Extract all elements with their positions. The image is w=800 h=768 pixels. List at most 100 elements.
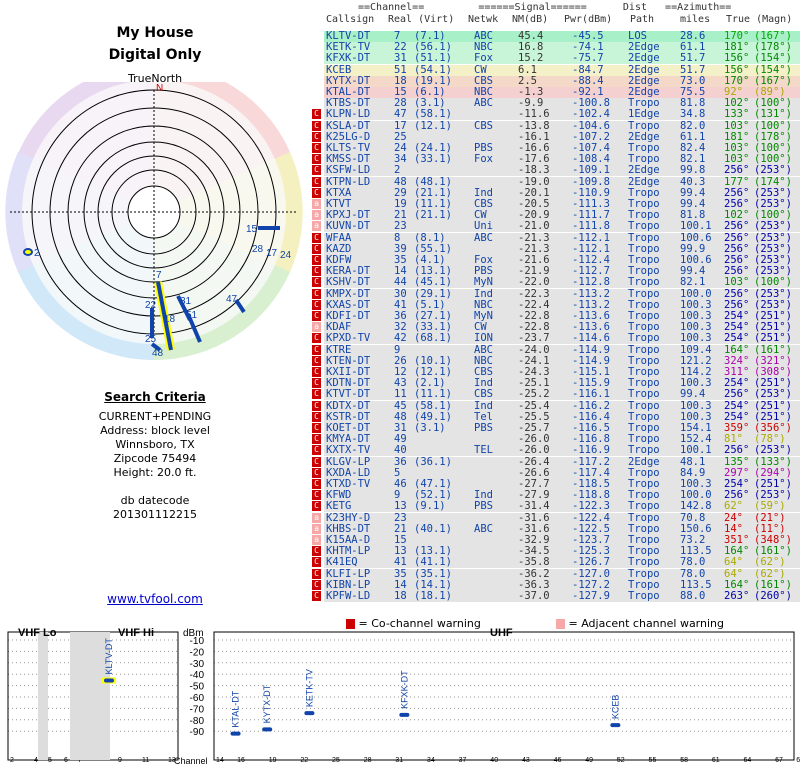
- db-label: db datecode: [120, 494, 190, 507]
- cell-callsign: KSFW-LD: [326, 164, 371, 177]
- tvfool-link[interactable]: www.tvfool.com: [107, 592, 203, 606]
- cell-power: -74.1: [572, 41, 604, 54]
- co-channel-warning-icon: C: [312, 546, 321, 557]
- cell-noise-margin: -16.6: [518, 142, 550, 154]
- cell-azimuth-true: 256°: [724, 231, 750, 244]
- cell-noise-margin: -11.6: [518, 108, 550, 121]
- cell-path: Tropo: [628, 366, 660, 378]
- cell-callsign: KYTX-DT: [326, 74, 371, 87]
- cell-azimuth-magn: (253°): [754, 254, 792, 266]
- cell-azimuth-magn: (251°): [754, 332, 792, 345]
- search-criteria: Search Criteria CURRENT+PENDING Address:…: [0, 390, 310, 522]
- cell-callsign: KDAF: [326, 321, 352, 334]
- cell-power: -108.4: [572, 153, 610, 166]
- cell-callsign: KTEN-DT: [326, 354, 371, 367]
- marker-48: [150, 342, 162, 352]
- cell-channel-real: 25: [394, 130, 407, 143]
- label-17: 17: [266, 248, 278, 259]
- polar-plot: N 2 15 28 17 24 7 31 51 22 18 47 25 48: [5, 82, 303, 361]
- cell-channel-real: 18: [394, 74, 407, 87]
- cell-power: -115.9: [572, 377, 610, 390]
- cell-power: -107.4: [572, 142, 610, 154]
- cell-power: -116.4: [572, 410, 610, 423]
- cell-callsign: KXTX-TV: [326, 444, 371, 457]
- cell-azimuth-magn: (251°): [754, 399, 792, 412]
- cell-noise-margin: -21.6: [518, 254, 550, 266]
- cell-channel-real: 8: [394, 231, 401, 244]
- cell-channel-virt: (2.1): [414, 377, 446, 390]
- channel-axis-label: Channel: [174, 756, 208, 766]
- cell-noise-margin: -22.4: [518, 298, 550, 311]
- cell-distance: 88.0: [680, 590, 706, 602]
- cell-channel-real: 31: [394, 422, 407, 434]
- cell-power: -122.4: [572, 511, 610, 524]
- cell-noise-margin: -36.2: [518, 567, 550, 580]
- cell-distance: 82.4: [680, 142, 706, 154]
- cell-power: -110.9: [572, 186, 610, 199]
- cell-callsign: K41EQ: [326, 556, 358, 569]
- cell-channel-real: 28: [394, 97, 407, 110]
- row-background: [324, 523, 800, 535]
- cell-path: 2Edge: [628, 74, 660, 87]
- cell-noise-margin: -26.0: [518, 444, 550, 457]
- cell-callsign: KSTR-DT: [326, 410, 371, 423]
- cell-azimuth-magn: (100°): [754, 119, 792, 132]
- dbm-tick-label: -10: [190, 636, 205, 647]
- cell-channel-virt: (14.1): [414, 578, 452, 591]
- cell-channel-virt: (18.1): [414, 590, 452, 602]
- cell-power: -117.2: [572, 455, 610, 468]
- cell-azimuth-true: 164°: [724, 545, 750, 558]
- label-18: 18: [164, 314, 176, 325]
- co-channel-warning-icon: C: [312, 501, 321, 512]
- cell-azimuth-magn: (62°): [754, 567, 786, 580]
- cell-network: Ind: [474, 186, 493, 199]
- row-background: [324, 165, 800, 177]
- spectrum-marker: [104, 678, 114, 683]
- row-background: [324, 355, 800, 367]
- dbm-tick-label: -30: [190, 659, 205, 670]
- marker-47: [234, 298, 246, 314]
- cell-channel-virt: (41.1): [414, 556, 452, 569]
- cell-power: -116.2: [572, 399, 610, 412]
- cell-noise-margin: -24.0: [518, 343, 550, 356]
- cell-power: -112.7: [572, 265, 610, 278]
- criteria-line: CURRENT+PENDING: [98, 410, 212, 423]
- cell-power: -116.8: [572, 433, 610, 446]
- cell-path: Tropo: [628, 231, 660, 244]
- cell-distance: 73.0: [680, 74, 706, 87]
- cell-azimuth-true: 133°: [724, 108, 750, 121]
- cell-callsign: KTAL-DT: [326, 86, 371, 98]
- row-background: [324, 199, 800, 210]
- cell-network: NBC: [474, 41, 493, 54]
- cell-power: -102.4: [572, 108, 610, 121]
- cell-azimuth-magn: (131°): [754, 108, 792, 121]
- cell-power: -117.4: [572, 466, 610, 479]
- row-background: [324, 187, 800, 199]
- criteria-line: Address: block level: [100, 424, 210, 437]
- cell-noise-margin: -13.8: [518, 119, 550, 132]
- cell-power: -111.3: [572, 198, 610, 210]
- cell-channel-real: 15: [394, 534, 407, 546]
- cell-path: Tropo: [628, 556, 660, 569]
- cell-noise-margin: -25.4: [518, 399, 550, 412]
- cell-distance: 61.1: [680, 41, 706, 54]
- cell-distance: 100.3: [680, 310, 712, 322]
- cell-power: -116.5: [572, 422, 610, 434]
- cell-distance: 100.6: [680, 231, 712, 244]
- co-channel-warning-icon: C: [312, 288, 321, 299]
- cell-azimuth-magn: (100°): [754, 142, 792, 154]
- cell-channel-virt: (13.1): [414, 265, 452, 278]
- cell-distance: 81.8: [680, 97, 706, 110]
- cell-azimuth-magn: (100°): [754, 153, 792, 166]
- cell-power: -100.8: [572, 97, 610, 110]
- cell-azimuth-magn: (178°): [754, 130, 792, 143]
- cell-azimuth-magn: (253°): [754, 265, 792, 278]
- polar-labels: 2 15 28 17 24 7 31 51 22 18 47 25 48: [34, 224, 292, 359]
- spectrum-band-labels: VHF Lo VHF Hi UHF dBm Channel: [7, 627, 795, 766]
- co-channel-warning-icon: C: [312, 557, 321, 568]
- cell-azimuth-true: 256°: [724, 388, 750, 401]
